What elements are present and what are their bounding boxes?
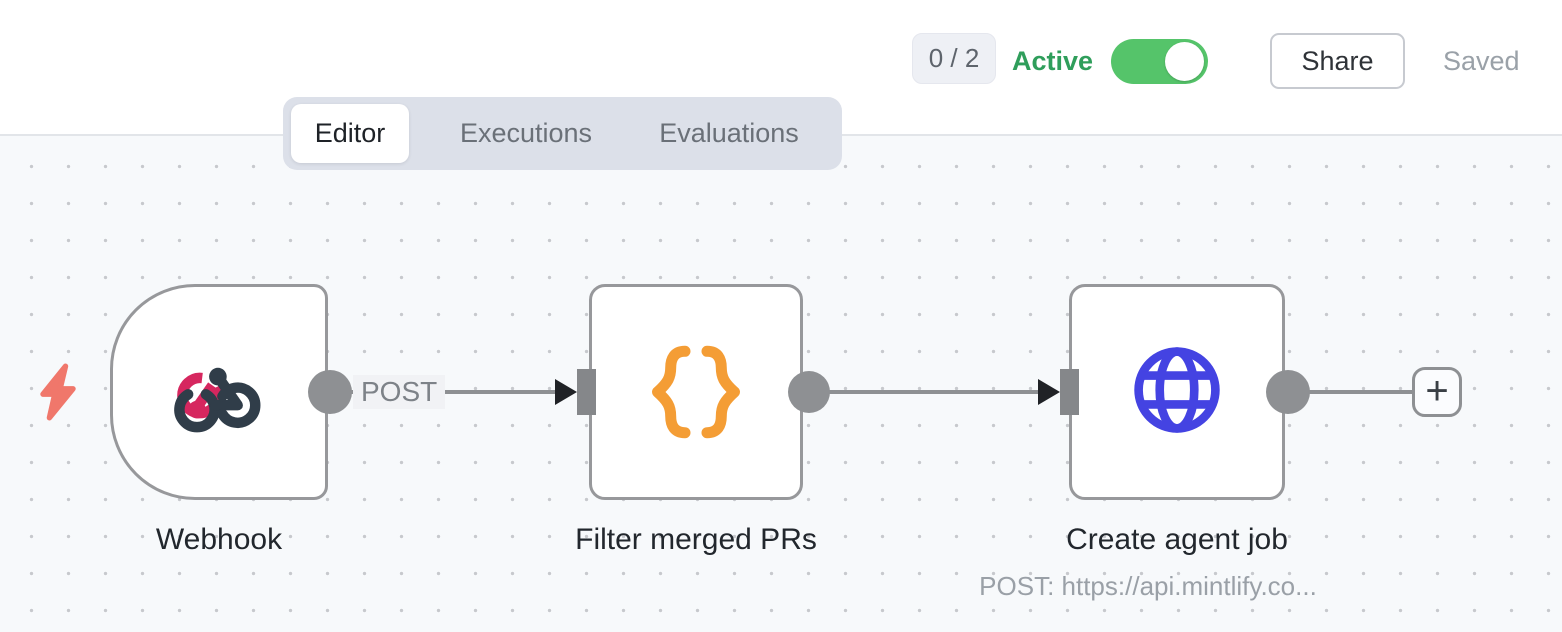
node-subtitle-http: POST: https://api.mintlify.co...: [979, 571, 1317, 601]
input-connector-http[interactable]: [1060, 369, 1079, 415]
connection-label-post: POST: [353, 375, 446, 409]
connection-arrow-icon: [1038, 379, 1060, 405]
issues-counter-badge[interactable]: 0 / 2: [912, 33, 996, 84]
add-node-button[interactable]: +: [1412, 367, 1462, 417]
active-toggle[interactable]: [1111, 39, 1208, 84]
connection-line-3: [1308, 390, 1415, 394]
toggle-knob-icon: [1165, 42, 1204, 81]
globe-icon: [1134, 347, 1220, 433]
plus-icon: +: [1425, 369, 1449, 413]
output-connector-filter[interactable]: [788, 371, 830, 413]
node-title-filter: Filter merged PRs: [575, 523, 817, 556]
code-braces-icon: [652, 345, 740, 439]
view-tabs: Editor Executions Evaluations: [283, 97, 842, 170]
tab-editor[interactable]: Editor: [291, 104, 409, 163]
webhook-icon: [174, 367, 261, 433]
connection-arrow-icon: [555, 379, 577, 405]
tab-evaluations[interactable]: Evaluations: [659, 118, 799, 148]
tab-executions[interactable]: Executions: [459, 118, 593, 148]
saved-status: Saved: [1443, 46, 1520, 76]
lightning-bolt-icon: [40, 363, 76, 421]
input-connector-filter[interactable]: [577, 369, 596, 415]
connection-line-1: [350, 390, 559, 394]
node-create-agent-job[interactable]: [1069, 284, 1285, 500]
active-label: Active: [1012, 46, 1094, 76]
output-connector-webhook[interactable]: [308, 370, 352, 414]
share-button[interactable]: Share: [1270, 33, 1405, 89]
node-title-http: Create agent job: [1066, 523, 1288, 556]
output-connector-http[interactable]: [1266, 370, 1310, 414]
node-title-webhook: Webhook: [155, 523, 283, 556]
connection-line-2: [828, 390, 1042, 394]
